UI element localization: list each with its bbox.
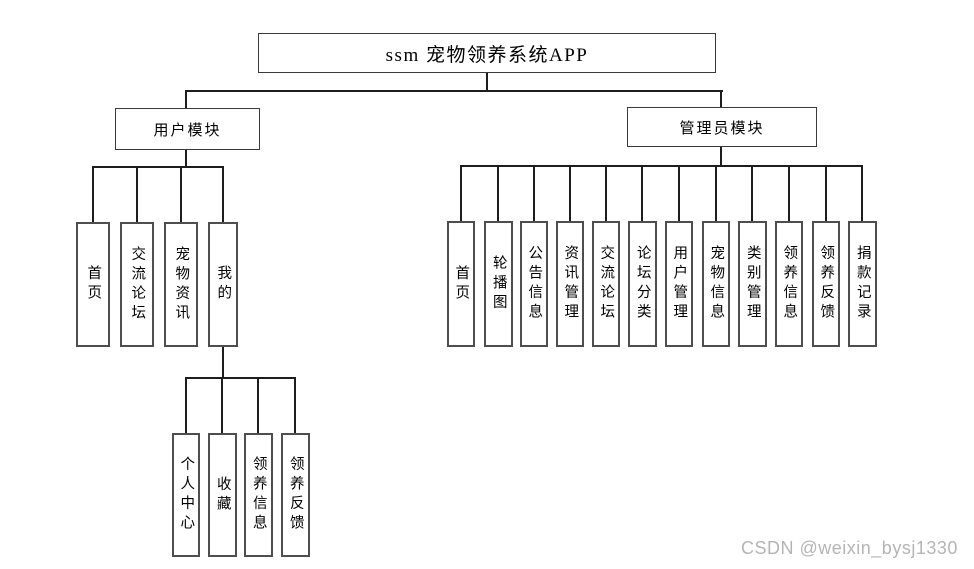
connector-line	[185, 90, 187, 109]
node-admin-forum-category: 论坛分类	[628, 221, 657, 347]
node-mine-adoption-info: 领养信息	[244, 433, 273, 557]
node-user-mine: 我的	[208, 222, 238, 347]
node-mine-personal-center: 个人中心	[172, 433, 200, 557]
csdn-watermark: CSDN @weixin_bysj1330	[741, 538, 958, 558]
node-admin-adoption-feedback: 领养反馈	[812, 221, 840, 347]
connector-line	[221, 377, 223, 433]
connector-line	[180, 166, 182, 223]
connector-line	[861, 165, 863, 221]
connector-line	[185, 377, 296, 379]
node-admin-module: 管理员模块	[627, 107, 817, 147]
node-user-pet-news: 宠物资讯	[164, 222, 198, 347]
connector-line	[185, 377, 187, 433]
node-admin-carousel: 轮播图	[484, 221, 513, 347]
connector-line	[825, 165, 827, 221]
connector-line	[569, 165, 571, 221]
connector-line	[460, 165, 462, 221]
node-admin-user-mgmt: 用户管理	[665, 221, 693, 347]
node-admin-category-mgmt: 类别管理	[738, 221, 767, 347]
node-mine-favorites: 收藏	[208, 433, 237, 557]
connector-line	[222, 347, 224, 378]
connector-line	[92, 166, 224, 168]
connector-line	[92, 166, 94, 223]
connector-line	[720, 147, 722, 166]
connector-line	[294, 377, 296, 433]
node-user-module: 用户模块	[115, 108, 260, 150]
connector-line	[751, 165, 753, 221]
connector-line	[136, 166, 138, 223]
connector-line	[720, 90, 722, 108]
node-admin-announcement: 公告信息	[520, 221, 548, 347]
node-user-home: 首页	[76, 222, 110, 347]
connector-line	[497, 165, 499, 221]
node-admin-pet-info: 宠物信息	[702, 221, 730, 347]
connector-line	[715, 165, 717, 221]
connector-line	[605, 165, 607, 221]
connector-line	[486, 73, 488, 91]
connector-line	[222, 166, 224, 223]
node-admin-home: 首页	[447, 221, 475, 347]
node-admin-forum: 交流论坛	[592, 221, 620, 347]
node-admin-adoption-info: 领养信息	[775, 221, 803, 347]
connector-line	[788, 165, 790, 221]
connector-line	[257, 377, 259, 433]
node-user-forum: 交流论坛	[120, 222, 154, 347]
connector-line	[460, 165, 863, 167]
connector-line	[678, 165, 680, 221]
connector-line	[185, 90, 723, 92]
node-root-title: ssm 宠物领养系统APP	[258, 33, 716, 73]
node-admin-news-mgmt: 资讯管理	[556, 221, 584, 347]
node-mine-adoption-feedback: 领养反馈	[281, 433, 310, 557]
connector-line	[641, 165, 643, 221]
node-admin-donation-records: 捐款记录	[848, 221, 877, 347]
connector-line	[185, 150, 187, 167]
connector-line	[533, 165, 535, 221]
